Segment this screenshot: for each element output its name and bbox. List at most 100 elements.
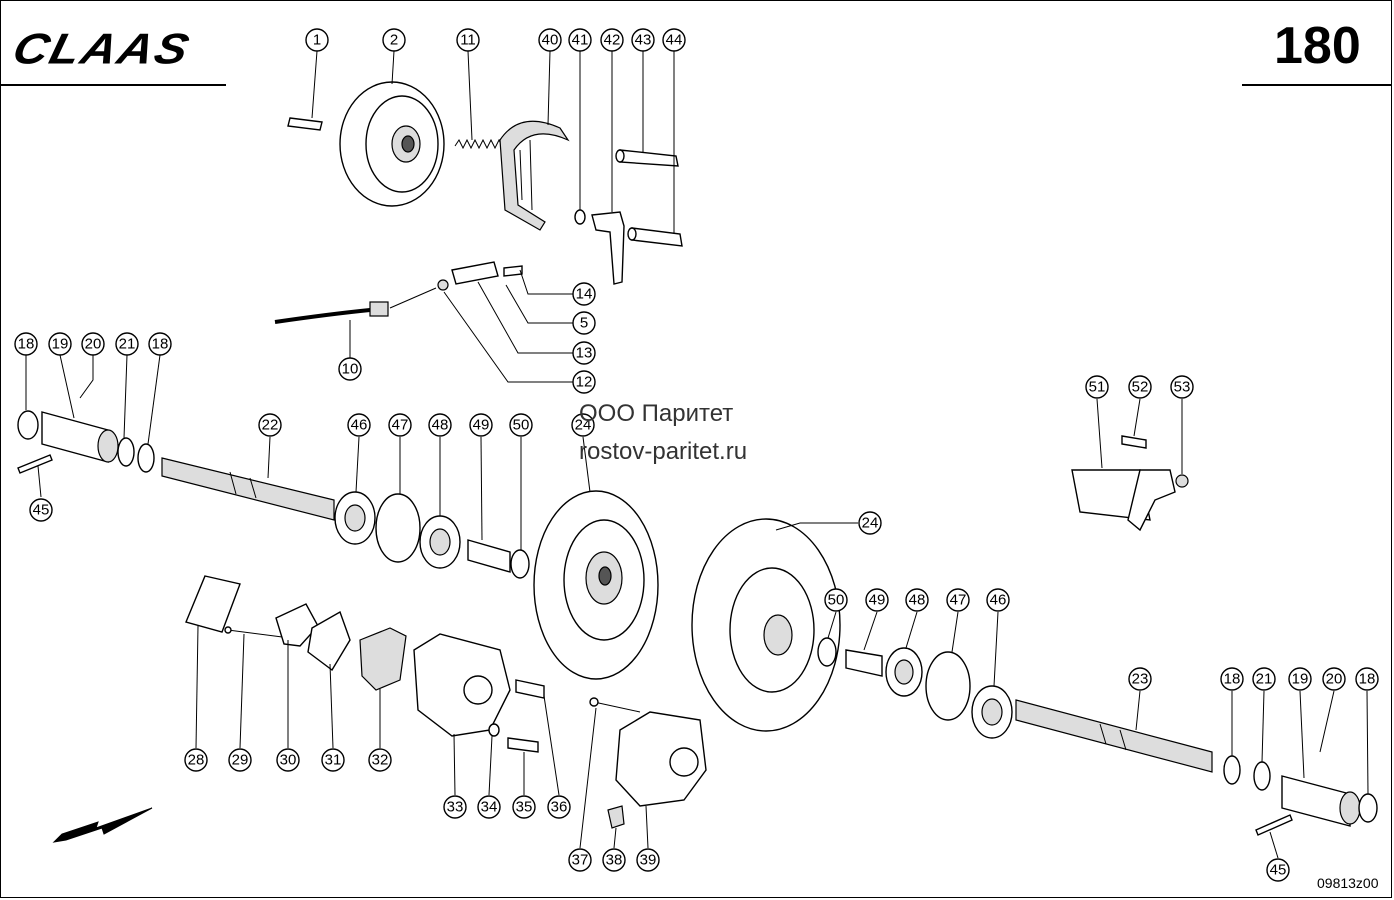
svg-text:51: 51 [1089, 379, 1106, 396]
part-bearing-46-left [334, 491, 376, 545]
part-ring-47-left [375, 493, 421, 563]
callout-23: 23 [1128, 667, 1152, 691]
callout-41: 41 [568, 28, 592, 52]
callout-36: 36 [547, 795, 571, 819]
svg-text:49: 49 [473, 417, 490, 434]
svg-text:18: 18 [1359, 671, 1376, 688]
part-cable-10 [274, 287, 437, 324]
callout-52: 52 [1128, 375, 1152, 399]
part-key-1 [287, 117, 323, 131]
callout-18-a: 18 [14, 332, 38, 356]
part-spacer-49-right [845, 649, 883, 677]
svg-text:40: 40 [542, 32, 559, 49]
part-bolt-35 [507, 737, 539, 753]
svg-text:22: 22 [262, 417, 279, 434]
svg-text:39: 39 [640, 852, 657, 869]
svg-text:48: 48 [909, 592, 926, 609]
svg-text:53: 53 [1174, 379, 1191, 396]
svg-text:50: 50 [828, 592, 845, 609]
part-brake-pad-32 [359, 627, 407, 691]
callout-33: 33 [443, 795, 467, 819]
part-sleeve-19-left [41, 411, 119, 463]
callout-40: 40 [538, 28, 562, 52]
part-pin-44 [627, 227, 683, 247]
callout-44: 44 [662, 28, 686, 52]
svg-text:32: 32 [372, 752, 389, 769]
callout-2: 2 [382, 28, 406, 52]
callout-32: 32 [368, 748, 392, 772]
part-nut-12 [437, 279, 449, 291]
callout-1: 1 [305, 28, 329, 52]
callout-38: 38 [602, 848, 626, 872]
svg-text:1: 1 [313, 32, 321, 49]
callout-14: 14 [572, 282, 596, 306]
part-clamp-13 [451, 261, 499, 285]
header-rule-left [0, 84, 226, 86]
svg-text:43: 43 [635, 32, 652, 49]
watermark-company: ООО Паритет [579, 400, 734, 427]
callout-35: 35 [512, 795, 536, 819]
svg-text:49: 49 [869, 592, 886, 609]
svg-text:20: 20 [85, 336, 102, 353]
leader-lines [25, 50, 1369, 859]
part-circlip-18-left-b [137, 443, 155, 473]
svg-text:10: 10 [342, 361, 359, 378]
callout-45-b: 45 [1266, 858, 1290, 882]
callout-13: 13 [572, 341, 596, 365]
part-brake-shoe-40 [499, 120, 570, 231]
part-ring-50-left [510, 549, 530, 579]
callout-21-a: 21 [115, 332, 139, 356]
callout-20-b: 20 [1322, 667, 1346, 691]
svg-text:30: 30 [280, 752, 297, 769]
svg-text:19: 19 [52, 336, 69, 353]
callout-28: 28 [184, 748, 208, 772]
part-shaft-22 [161, 457, 335, 521]
svg-text:18: 18 [18, 336, 35, 353]
svg-text:41: 41 [572, 32, 589, 49]
part-circlip-18-right-b [1358, 793, 1378, 823]
part-lever-42 [591, 211, 625, 285]
part-bearing-48-right [885, 647, 923, 697]
svg-text:37: 37 [572, 852, 589, 869]
part-disc-24-right [691, 518, 841, 732]
part-spring-clip-30 [275, 603, 319, 647]
part-washer-34 [488, 723, 500, 737]
part-nut-53 [1175, 474, 1189, 488]
svg-text:38: 38 [606, 852, 623, 869]
svg-text:20: 20 [1326, 671, 1343, 688]
svg-text:11: 11 [460, 32, 476, 49]
part-pin-43 [615, 149, 679, 167]
callout-49-b: 49 [865, 588, 889, 612]
svg-text:24: 24 [862, 515, 879, 532]
svg-text:18: 18 [152, 336, 169, 353]
part-spring-11 [454, 138, 504, 150]
part-bearing-46-right [971, 685, 1013, 739]
callout-31: 31 [321, 748, 345, 772]
svg-text:47: 47 [392, 417, 409, 434]
callout-51: 51 [1085, 375, 1109, 399]
svg-text:28: 28 [188, 752, 205, 769]
callout-46-a: 46 [347, 413, 371, 437]
svg-text:12: 12 [576, 374, 593, 391]
callout-42: 42 [600, 28, 624, 52]
callout-43: 43 [631, 28, 655, 52]
svg-text:44: 44 [666, 32, 683, 49]
callout-24-b: 24 [858, 511, 882, 535]
svg-text:33: 33 [447, 799, 464, 816]
part-caliper-39 [615, 711, 707, 807]
part-caliper-33 [413, 633, 511, 737]
svg-text:35: 35 [516, 799, 533, 816]
svg-text:47: 47 [950, 592, 967, 609]
callout-46-b: 46 [986, 588, 1010, 612]
svg-text:14: 14 [576, 286, 593, 303]
part-bolt-36 [515, 679, 545, 699]
callout-39: 39 [636, 848, 660, 872]
part-pin-45-right [1255, 814, 1293, 836]
direction-arrow-icon [52, 807, 153, 843]
svg-text:23: 23 [1132, 671, 1149, 688]
callout-20-a: 20 [81, 332, 105, 356]
callout-29: 29 [228, 748, 252, 772]
callout-19-b: 19 [1288, 667, 1312, 691]
callout-47-b: 47 [946, 588, 970, 612]
